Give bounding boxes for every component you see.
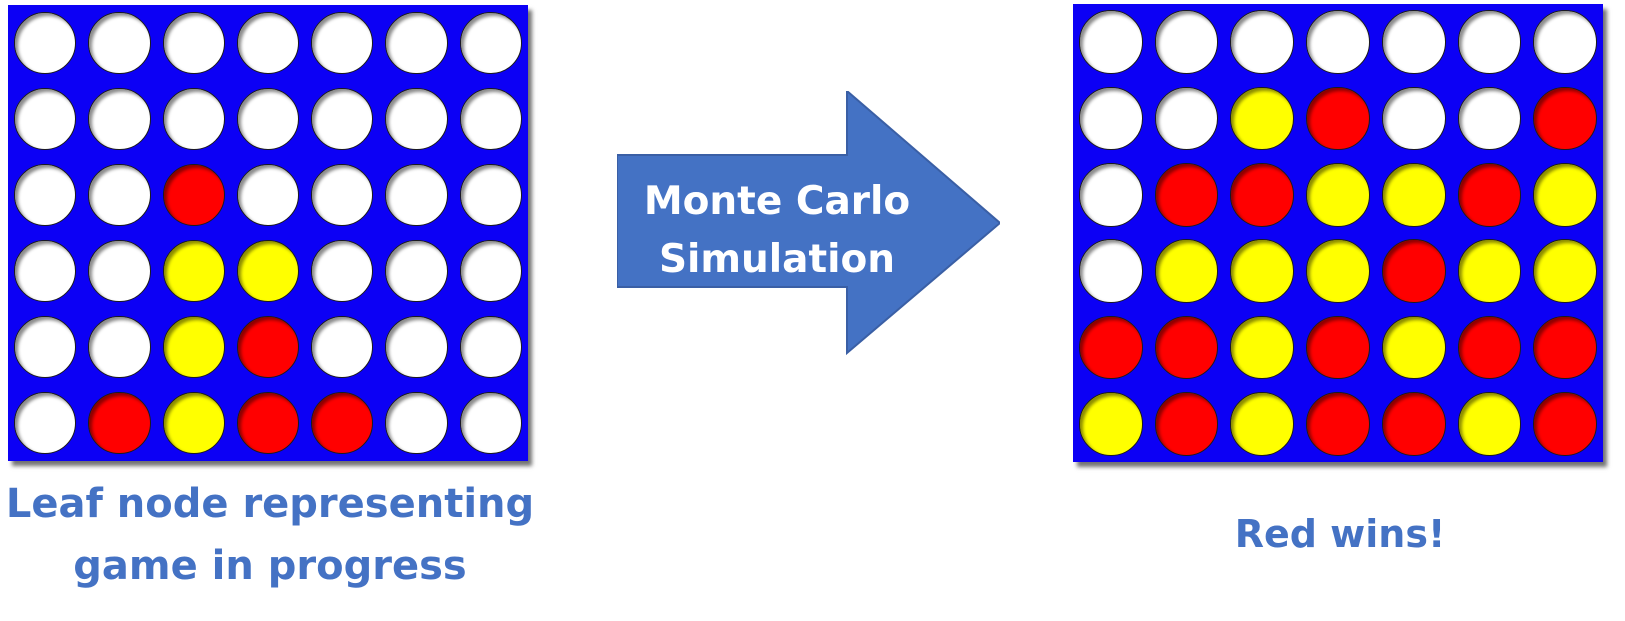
disc-red-r3-c6 [1457, 163, 1522, 227]
disc-empty-r5-c1 [13, 315, 77, 379]
disc-yellow-r3-c4 [1306, 163, 1370, 227]
disc-yellow-r6-c6 [1457, 392, 1522, 456]
disc-empty-r3-c4 [236, 163, 300, 227]
disc-empty-r1-c2 [88, 11, 151, 75]
disc-yellow-r4-c2 [1154, 239, 1219, 303]
disc-empty-r3-c1 [1079, 163, 1143, 227]
disc-yellow-r4-c4 [1306, 239, 1370, 303]
disc-empty-r2-c2 [88, 87, 151, 151]
disc-red-r3-c3 [1230, 163, 1295, 227]
disc-empty-r1-c7 [459, 11, 523, 75]
disc-empty-r6-c1 [13, 391, 77, 455]
disc-empty-r4-c1 [13, 239, 77, 303]
disc-empty-r4-c5 [311, 239, 374, 303]
disc-empty-r2-c5 [311, 87, 374, 151]
disc-empty-r1-c1 [13, 11, 77, 75]
disc-empty-r1-c1 [1079, 10, 1143, 74]
disc-red-r6-c2 [88, 391, 151, 455]
disc-empty-r1-c6 [1457, 10, 1522, 74]
disc-empty-r4-c1 [1079, 239, 1143, 303]
disc-yellow-r6-c3 [162, 391, 225, 455]
disc-red-r6-c4 [236, 391, 300, 455]
disc-empty-r5-c2 [88, 315, 151, 379]
disc-empty-r2-c1 [13, 87, 77, 151]
disc-empty-r2-c1 [1079, 86, 1143, 151]
disc-yellow-r3-c5 [1381, 163, 1446, 227]
disc-yellow-r6-c3 [1230, 392, 1295, 456]
disc-red-r5-c6 [1457, 315, 1522, 380]
disc-yellow-r5-c3 [162, 315, 225, 379]
disc-red-r6-c5 [1381, 392, 1446, 456]
disc-empty-r2-c5 [1381, 86, 1446, 151]
result-caption: Red wins! [1234, 512, 1446, 556]
disc-empty-r4-c6 [385, 239, 448, 303]
disc-empty-r1-c3 [1230, 10, 1295, 74]
arrow-label-line-2: Simulation [658, 237, 896, 282]
disc-red-r5-c7 [1533, 315, 1597, 380]
disc-empty-r6-c7 [459, 391, 523, 455]
disc-empty-r3-c1 [13, 163, 77, 227]
disc-yellow-r4-c3 [162, 239, 225, 303]
disc-empty-r2-c7 [459, 87, 523, 151]
disc-red-r2-c4 [1306, 86, 1370, 151]
disc-yellow-r6-c1 [1079, 392, 1143, 456]
disc-red-r5-c4 [236, 315, 300, 379]
disc-red-r5-c4 [1306, 315, 1370, 380]
disc-red-r3-c3 [162, 163, 225, 227]
leaf-node-caption-line-2: game in progress [73, 543, 467, 589]
disc-empty-r3-c7 [459, 163, 523, 227]
disc-red-r4-c5 [1381, 239, 1446, 303]
disc-red-r6-c2 [1154, 392, 1219, 456]
disc-yellow-r4-c7 [1533, 239, 1597, 303]
disc-red-r5-c2 [1154, 315, 1219, 380]
disc-empty-r6-c6 [385, 391, 448, 455]
disc-empty-r5-c5 [311, 315, 374, 379]
disc-empty-r1-c5 [311, 11, 374, 75]
disc-empty-r4-c7 [459, 239, 523, 303]
disc-empty-r2-c6 [385, 87, 448, 151]
disc-red-r2-c7 [1533, 86, 1597, 151]
disc-red-r6-c5 [311, 391, 374, 455]
disc-yellow-r4-c3 [1230, 239, 1295, 303]
disc-yellow-r4-c4 [236, 239, 300, 303]
disc-empty-r1-c5 [1381, 10, 1446, 74]
disc-red-r3-c2 [1154, 163, 1219, 227]
disc-red-r5-c1 [1079, 315, 1143, 380]
disc-yellow-r5-c5 [1381, 315, 1446, 380]
game-board-in-progress [8, 5, 528, 461]
disc-empty-r1-c4 [236, 11, 300, 75]
disc-empty-r3-c2 [88, 163, 151, 227]
disc-empty-r1-c3 [162, 11, 225, 75]
disc-empty-r1-c4 [1306, 10, 1370, 74]
disc-empty-r2-c3 [162, 87, 225, 151]
disc-red-r6-c7 [1533, 392, 1597, 456]
right-arrow-icon [617, 91, 1000, 356]
disc-yellow-r4-c6 [1457, 239, 1522, 303]
leaf-node-caption: Leaf node representing game in progress [0, 473, 540, 597]
disc-empty-r4-c2 [88, 239, 151, 303]
disc-empty-r5-c7 [459, 315, 523, 379]
disc-empty-r2-c6 [1457, 86, 1522, 151]
disc-yellow-r5-c3 [1230, 315, 1295, 380]
disc-yellow-r3-c7 [1533, 163, 1597, 227]
disc-yellow-r2-c3 [1230, 86, 1295, 151]
disc-empty-r3-c6 [385, 163, 448, 227]
disc-empty-r5-c6 [385, 315, 448, 379]
disc-empty-r1-c6 [385, 11, 448, 75]
disc-empty-r2-c2 [1154, 86, 1219, 151]
disc-red-r6-c4 [1306, 392, 1370, 456]
game-board-final [1073, 4, 1603, 462]
disc-empty-r1-c7 [1533, 10, 1597, 74]
disc-empty-r2-c4 [236, 87, 300, 151]
leaf-node-caption-line-1: Leaf node representing [5, 481, 535, 527]
disc-empty-r1-c2 [1154, 10, 1219, 74]
arrow-label-line-1: Monte Carlo [643, 179, 911, 224]
disc-empty-r3-c5 [311, 163, 374, 227]
